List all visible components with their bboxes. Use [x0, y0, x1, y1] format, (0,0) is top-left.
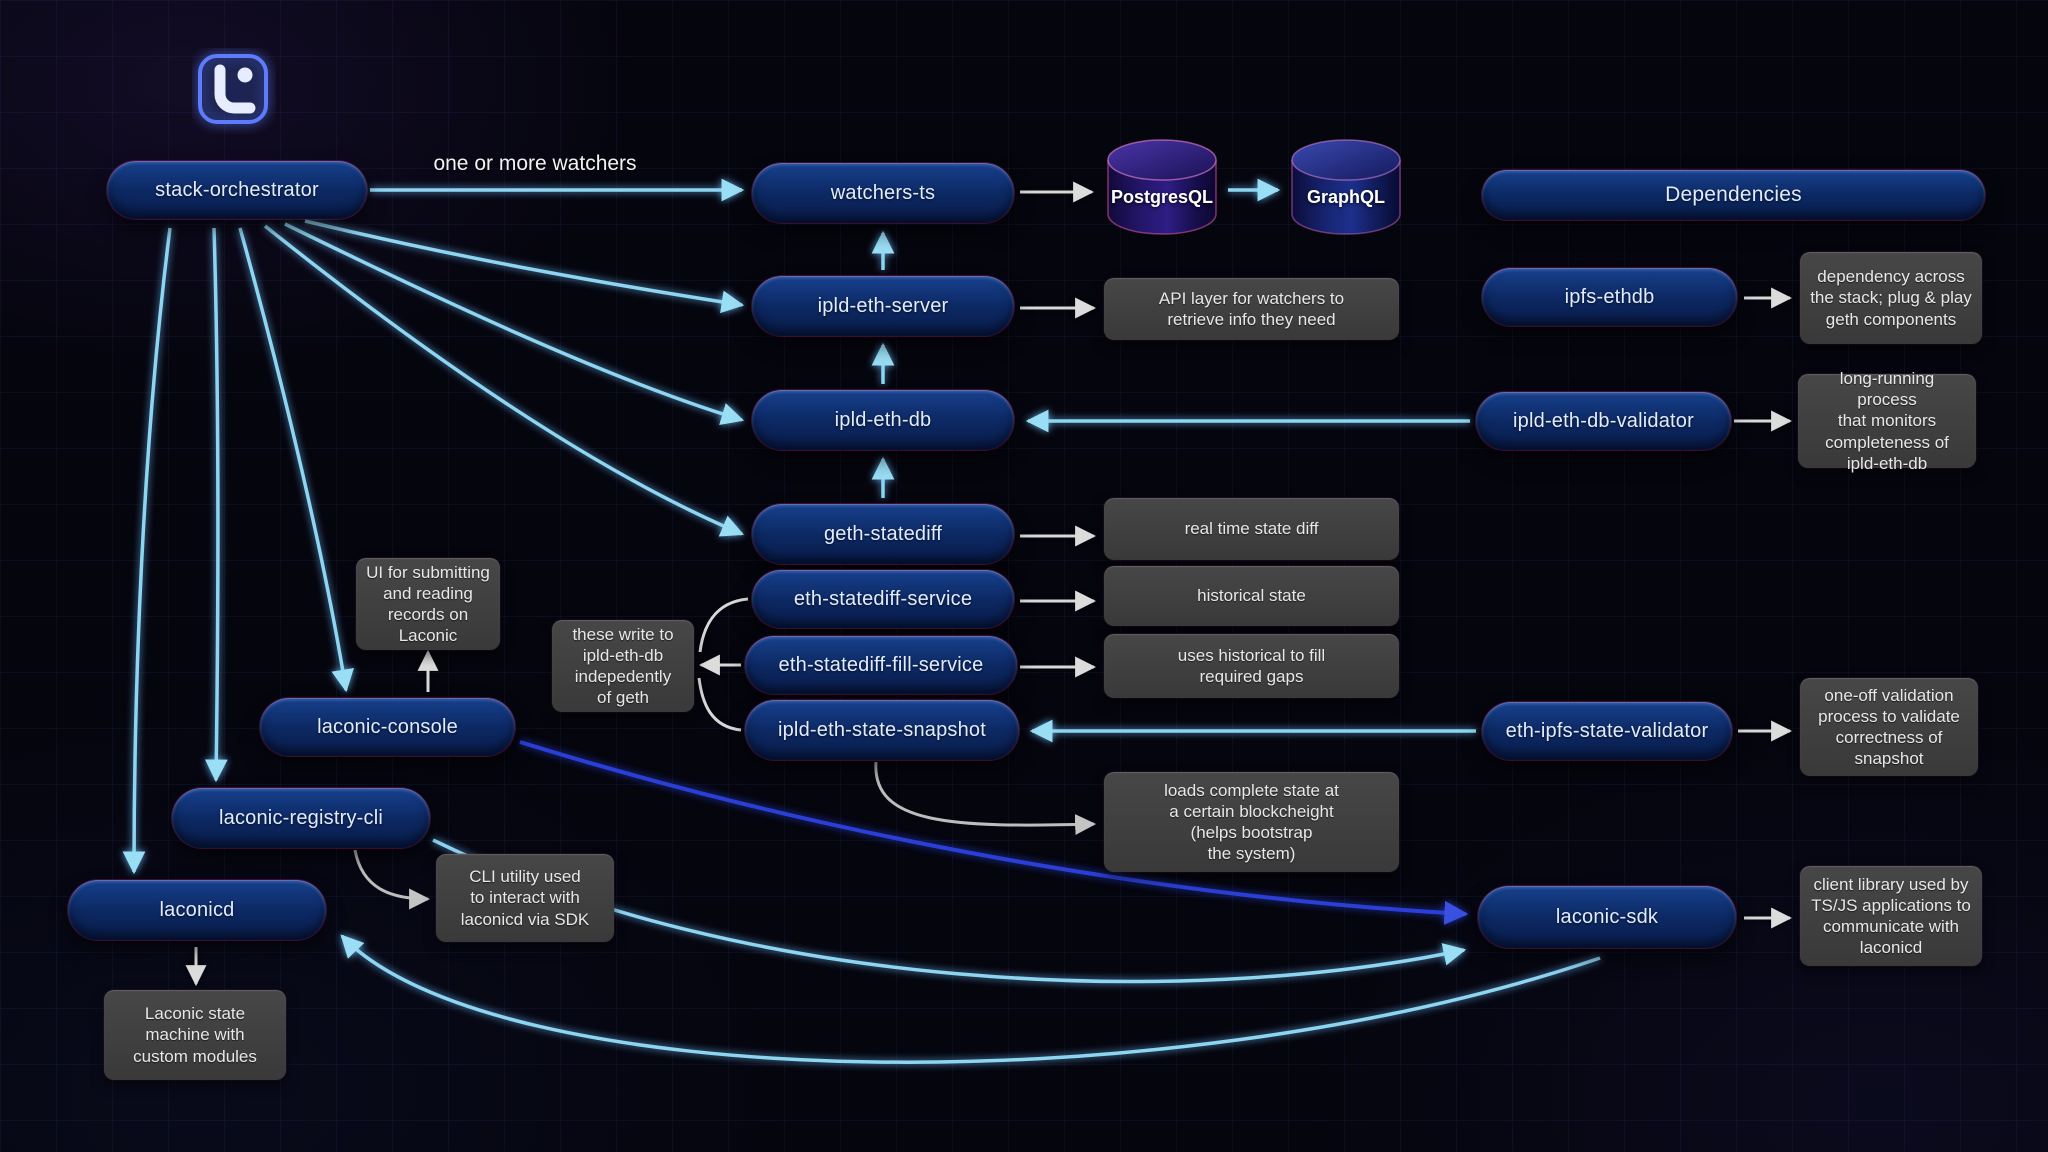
node-ipld-eth-server: ipld-eth-server — [752, 276, 1014, 336]
edge-registrycli-clinote — [353, 849, 431, 910]
node-ipld-eth-db-validator: ipld-eth-db-validator — [1476, 392, 1731, 450]
node-eth-statediff-fill-service: eth-statediff-fill-service — [745, 636, 1017, 694]
edge-orchestrator-laconicd — [122, 227, 172, 875]
node-watchers-ts: watchers-ts — [752, 163, 1014, 223]
edge-console-sdk — [519, 740, 1469, 925]
postgresql-label: PostgresQL — [1110, 186, 1214, 207]
laconic-logo — [192, 48, 276, 139]
node-laconic-registry-cli: laconic-registry-cli — [172, 788, 430, 848]
edge-orchestrator-ipld-eth-server — [304, 219, 745, 314]
edge-snapshot-loadsnote — [874, 761, 1097, 836]
edge-brace-top — [698, 597, 749, 653]
edge-sdk-laconicd — [340, 934, 1601, 1064]
node-stack-orchestrator: stack-orchestrator — [107, 161, 367, 219]
note-sdk: client library used by TS/JS application… — [1800, 866, 1982, 966]
edge-orchestrator-geth-statediff — [263, 224, 745, 537]
note-ipfs-ethdb: dependency across the stack; plug & play… — [1800, 252, 1982, 344]
edge-orchestrator-registry-cli — [204, 227, 228, 783]
note-snapshot: loads complete state at a certain blockc… — [1104, 772, 1399, 872]
graphql-database: GraphQL — [1286, 134, 1406, 244]
note-one-off: one-off validation process to validate c… — [1800, 678, 1978, 776]
node-ipld-eth-db: ipld-eth-db — [752, 390, 1014, 450]
edge-orchestrator-laconic-console — [238, 227, 354, 693]
node-eth-ipfs-state-validator: eth-ipfs-state-validator — [1482, 702, 1732, 760]
graphql-label: GraphQL — [1306, 186, 1385, 207]
note-cli: CLI utility used to interact with laconi… — [436, 854, 614, 942]
node-eth-statediff-service: eth-statediff-service — [752, 570, 1014, 628]
node-ipfs-ethdb: ipfs-ethdb — [1482, 268, 1737, 326]
edge-brace-bottom — [697, 677, 742, 732]
node-dependencies-header: Dependencies — [1482, 170, 1985, 220]
edge-orchestrator-ipld-eth-db — [284, 222, 745, 425]
note-api-layer: API layer for watchers to retrieve info … — [1104, 278, 1399, 340]
note-historical: historical state — [1104, 566, 1399, 626]
note-laconicd: Laconic state machine with custom module… — [104, 990, 286, 1080]
node-ipld-eth-state-snapshot: ipld-eth-state-snapshot — [745, 700, 1019, 760]
node-geth-statediff: geth-statediff — [752, 504, 1014, 564]
node-laconic-console: laconic-console — [260, 698, 515, 756]
postgresql-database: PostgresQL — [1102, 134, 1222, 244]
note-real-time: real time state diff — [1104, 498, 1399, 560]
note-ui: UI for submitting and reading records on… — [356, 558, 500, 650]
node-laconicd: laconicd — [68, 880, 326, 940]
note-these-write: these write to ipld-eth-db indepedently … — [552, 620, 694, 712]
note-fill-gaps: uses historical to fill required gaps — [1104, 634, 1399, 698]
note-db-validator: long-running process that monitors compl… — [1798, 369, 1976, 473]
watchers-edge-label: one or more watchers — [433, 152, 637, 175]
node-laconic-sdk: laconic-sdk — [1478, 886, 1736, 948]
